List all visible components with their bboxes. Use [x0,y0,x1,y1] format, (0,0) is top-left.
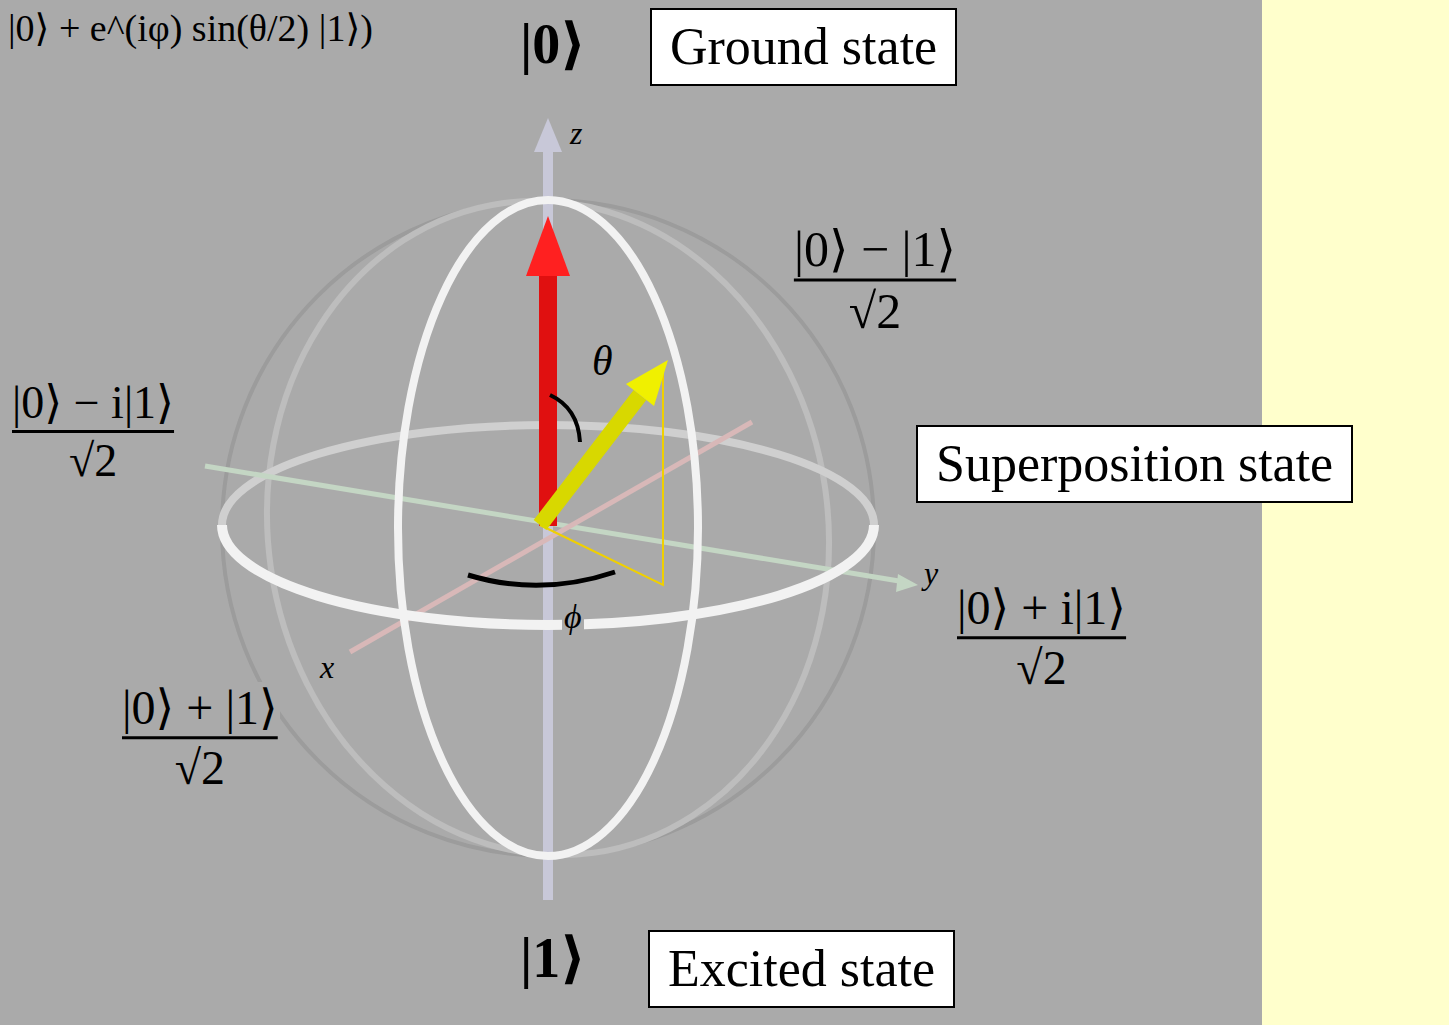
state-box: Excited state [648,930,955,1008]
angle-label: ϕ [562,598,584,635]
axis-label: y [922,556,940,591]
fraction-numerator: |0⟩ − i|1⟩ [10,378,176,429]
state-name: Superposition state [936,433,1333,495]
fraction-denominator: √2 [173,742,227,795]
fraction-denominator: √2 [847,284,903,339]
basis-state: |0⟩ [518,14,588,76]
side-panel [1262,0,1449,1025]
state-name: Excited state [668,938,935,1000]
fraction-numerator: |0⟩ − |1⟩ [792,222,958,277]
fraction-bar [794,279,956,282]
fraction-bar [122,736,278,739]
state-box: Superposition state [916,425,1353,503]
basis-state: |1⟩ [518,928,588,990]
angle-label: θ [590,338,615,384]
axis-label: z [568,116,584,151]
fraction-bar [957,636,1126,639]
state-name: Ground state [670,16,937,78]
fraction-denominator: √2 [67,436,119,487]
state-box: Ground state [650,8,957,86]
fraction-denominator: √2 [1014,642,1068,695]
axis-label: x [318,650,336,685]
fraction-numerator: |0⟩ + |1⟩ [120,682,280,735]
fraction-bar [12,430,174,433]
state-formula: |0⟩ + e^(iφ) sin(θ/2) |1⟩) [6,8,375,50]
fraction-numerator: |0⟩ + i|1⟩ [955,582,1128,635]
